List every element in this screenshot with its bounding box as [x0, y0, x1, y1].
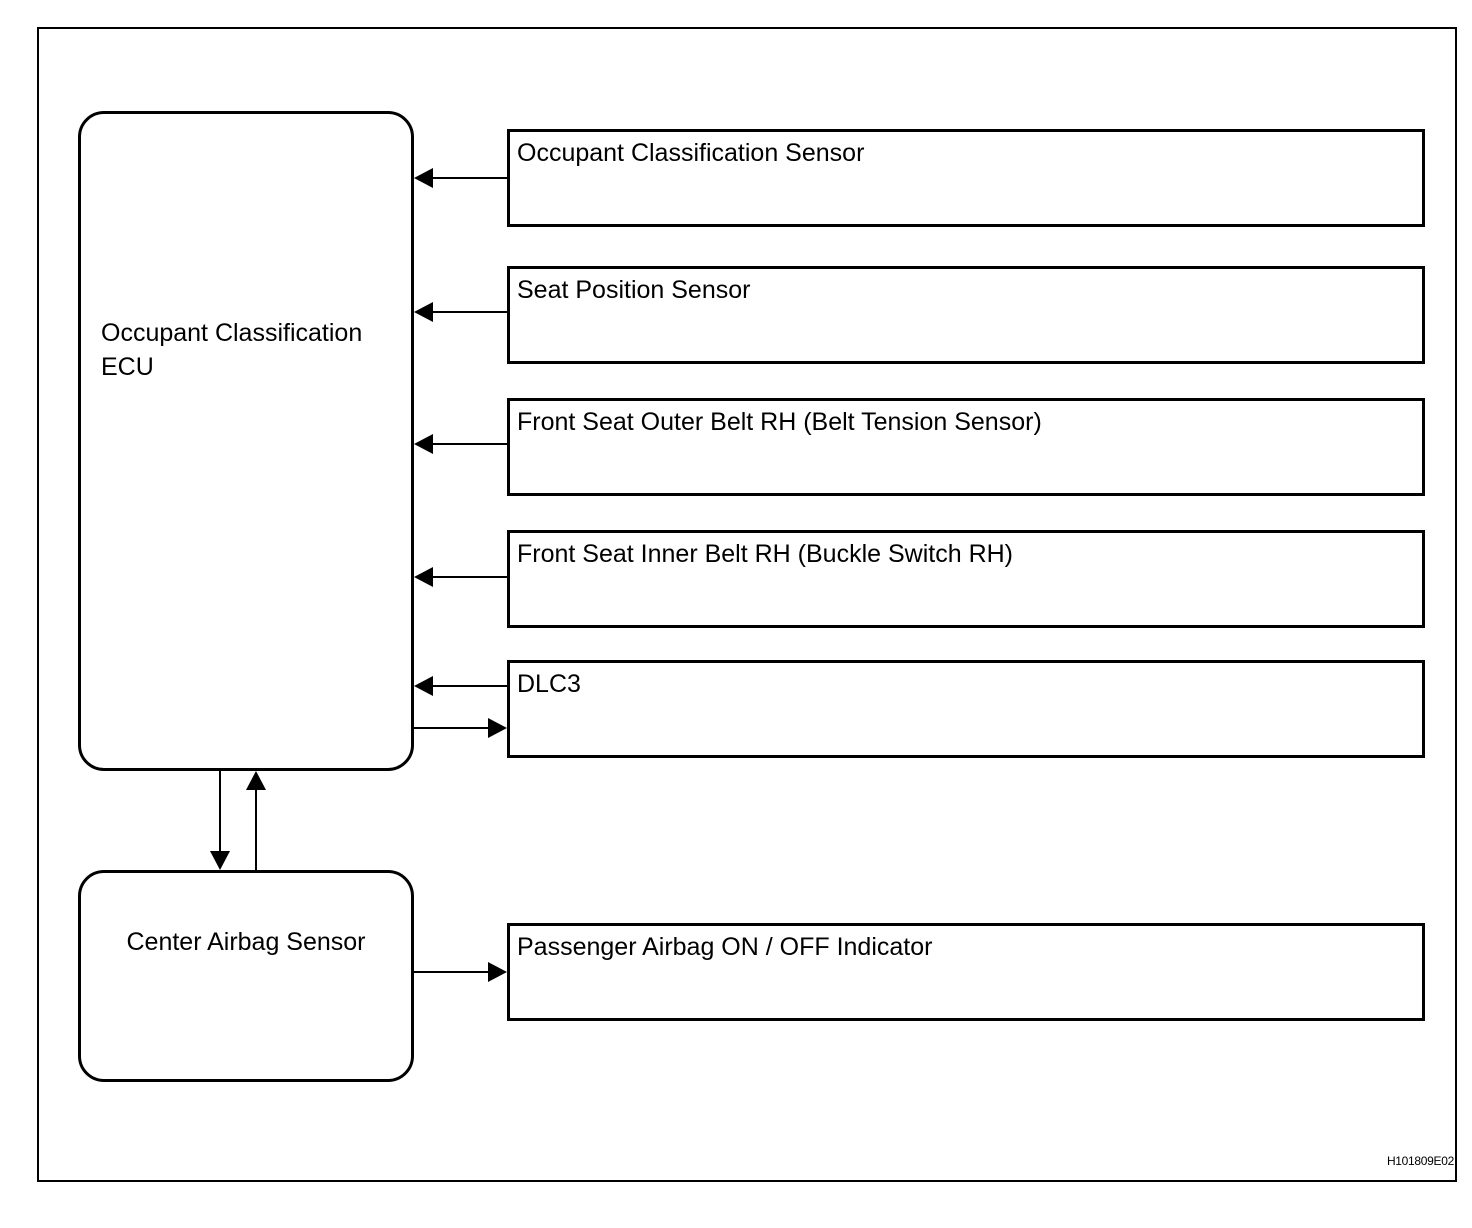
- arrowhead-ecu-to-airbag-sensor: [210, 851, 230, 870]
- arrowhead-ecu-to-dlc3: [488, 718, 507, 738]
- front-seat-outer-belt-box: Front Seat Outer Belt RH (Belt Tension S…: [507, 398, 1425, 496]
- diagram-frame: [37, 27, 1457, 1182]
- reference-code: H101809E02: [1386, 1154, 1454, 1168]
- seat-position-sensor-box: Seat Position Sensor: [507, 266, 1425, 364]
- occupant-classification-sensor-box: Occupant Classification Sensor: [507, 129, 1425, 227]
- arrowhead-airbag-sensor-to-ecu: [246, 771, 266, 790]
- front-seat-inner-belt-box: Front Seat Inner Belt RH (Buckle Switch …: [507, 530, 1425, 628]
- passenger-airbag-indicator-box: Passenger Airbag ON / OFF Indicator: [507, 923, 1425, 1021]
- arrowhead-seat-position: [414, 302, 433, 322]
- dlc3-label: DLC3: [517, 670, 581, 698]
- arrowhead-inner-belt: [414, 567, 433, 587]
- ecu-label: Occupant Classification ECU: [101, 319, 363, 381]
- seat-position-sensor-label: Seat Position Sensor: [517, 276, 751, 304]
- front-seat-outer-belt-label: Front Seat Outer Belt RH (Belt Tension S…: [517, 408, 1042, 436]
- passenger-airbag-indicator-label: Passenger Airbag ON / OFF Indicator: [517, 933, 933, 961]
- arrowhead-occupant-sensor: [414, 168, 433, 188]
- center-airbag-sensor-label: Center Airbag Sensor: [126, 928, 366, 956]
- arrowhead-airbag-sensor-to-indicator: [488, 962, 507, 982]
- center-airbag-sensor-box: Center Airbag Sensor: [78, 870, 414, 1082]
- arrowhead-outer-belt: [414, 434, 433, 454]
- arrowhead-dlc3-to-ecu: [414, 676, 433, 696]
- front-seat-inner-belt-label: Front Seat Inner Belt RH (Buckle Switch …: [517, 540, 1013, 568]
- occupant-classification-sensor-label: Occupant Classification Sensor: [517, 139, 865, 167]
- dlc3-box: DLC3: [507, 660, 1425, 758]
- occupant-classification-ecu-box: Occupant Classification ECU: [78, 111, 414, 771]
